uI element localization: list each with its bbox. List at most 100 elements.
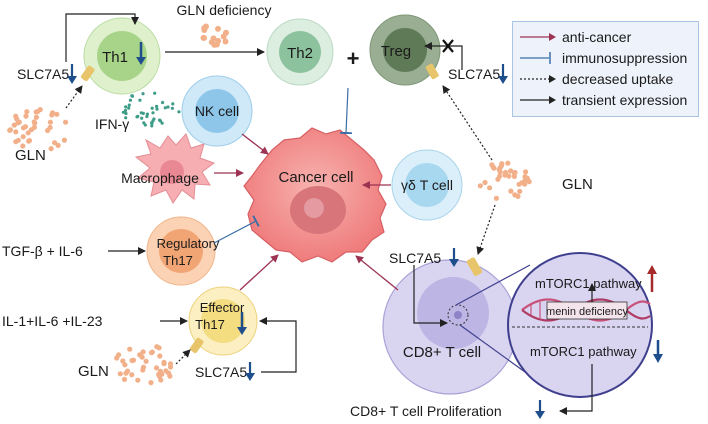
gln-dot [512, 192, 518, 198]
gln-dot [143, 358, 149, 364]
gln-dot [154, 344, 160, 350]
gln-dot [13, 113, 19, 119]
th1-label: Th1 [102, 49, 128, 66]
gln-dot [148, 350, 155, 356]
gln-dot [493, 195, 499, 201]
gln-dot [148, 380, 154, 386]
gln-dot [25, 130, 31, 136]
gln-dot [505, 160, 511, 166]
gln-dot [141, 111, 145, 115]
gln-right-label: GLN [562, 176, 593, 193]
treg-slc7a5-feedback-arrow [424, 42, 463, 70]
effector-th17-label-1: Effector [200, 300, 245, 315]
menin-deficiency-box [546, 301, 628, 320]
gln-dot [137, 352, 143, 358]
zoom-line-top [455, 264, 531, 306]
gln-dot [502, 172, 508, 178]
gamma-delta-t-cell [391, 149, 463, 221]
mtorc1-up-icon [647, 265, 657, 292]
gln-dot [201, 34, 207, 41]
gln-dot [120, 358, 126, 364]
gln-dot [166, 370, 172, 376]
gln-dot [512, 169, 518, 176]
ifn-gamma-dots [121, 91, 181, 128]
macrophage-label: Macrophage [121, 170, 199, 186]
gln-dot [155, 104, 159, 108]
gln-dot [161, 361, 167, 367]
gln-dot [140, 349, 146, 355]
treg-block-x-icon [442, 39, 454, 53]
gln-dot [511, 173, 517, 179]
th17-slc7a5-label: SLC7A5 [195, 364, 247, 380]
nk-cell-label: NK cell [195, 103, 239, 119]
regulatory-th17-cell [146, 216, 216, 286]
gln-dot [33, 114, 40, 120]
gln-dot [121, 376, 128, 382]
plus-sign: + [347, 46, 360, 71]
gln-dot [523, 169, 529, 175]
effector-th17-label-2: Th17 [195, 317, 225, 332]
cd8-slc7a5-label: SLC7A5 [389, 250, 441, 266]
gln-dot [127, 103, 131, 107]
th1-down-icon [136, 42, 146, 65]
gln-dot [20, 134, 26, 140]
effector-th17-cell [188, 286, 258, 356]
gln-dot [152, 117, 156, 121]
gln-to-th1-dotted-arrow [65, 85, 83, 109]
gln-dot [128, 98, 132, 102]
tgf-il6-label: TGF-β + IL-6 [2, 243, 83, 259]
gamma-delta-label: γδ T cell [401, 177, 453, 193]
gln-dot [150, 106, 154, 110]
gln-dots-top [200, 23, 229, 48]
cd8-proliferation-label: CD8+ T cell Proliferation [350, 403, 502, 419]
il-combo-label: IL-1+IL-6 +IL-23 [2, 313, 103, 329]
regulatory-th17-inhibit-cancer [213, 215, 260, 244]
gln-dot [52, 140, 58, 146]
gln-dot [201, 27, 208, 33]
th17-transporter-icon [189, 337, 204, 354]
gln-dot [123, 108, 128, 113]
gln-dot [150, 121, 154, 125]
gln-dot [135, 115, 139, 119]
gln-dot [145, 112, 149, 116]
gln-dot [495, 176, 501, 182]
legend-label: transient expression [562, 92, 687, 108]
gln-dot [508, 188, 514, 194]
gln-dot [499, 161, 505, 167]
legend-arrowhead-icon [549, 33, 556, 41]
gln-dot [129, 372, 135, 378]
gln-dot [135, 377, 141, 383]
gln-dot [141, 92, 145, 96]
gln-dot [130, 357, 137, 363]
treg-slc7a5-down-icon [498, 64, 508, 84]
gln-left-label: GLN [15, 147, 46, 164]
th1-slc7a5-down-icon [67, 64, 77, 84]
gln-dot [143, 123, 147, 127]
gln-dot [161, 100, 165, 105]
gln-dot [124, 111, 128, 116]
gln-dot [15, 137, 21, 143]
gln-dot [54, 111, 60, 117]
gln-dot [61, 137, 67, 143]
mtorc1-down-label: mTORC1 pathway [530, 344, 637, 359]
regulatory-th17-label-2: Th17 [163, 253, 193, 268]
th2-label: Th2 [287, 45, 313, 62]
gln-dot [222, 38, 229, 45]
gln-dots-bottom [114, 344, 174, 386]
gln-dot [167, 361, 174, 367]
mtorc1-to-proliferation-arrow [559, 364, 593, 415]
gln-dot [170, 106, 174, 110]
gln-dot [177, 110, 181, 114]
treg-cell [369, 14, 441, 86]
gln-dot [31, 119, 37, 125]
treg-inhibit-cancer [339, 87, 353, 135]
gln-dot [28, 127, 34, 133]
th1-transporter-icon [80, 65, 95, 82]
gln-dot [26, 138, 33, 144]
gln-dot [157, 368, 163, 374]
gln-dot [117, 371, 123, 377]
gln-dot [23, 113, 29, 119]
gln-dot [516, 181, 522, 187]
